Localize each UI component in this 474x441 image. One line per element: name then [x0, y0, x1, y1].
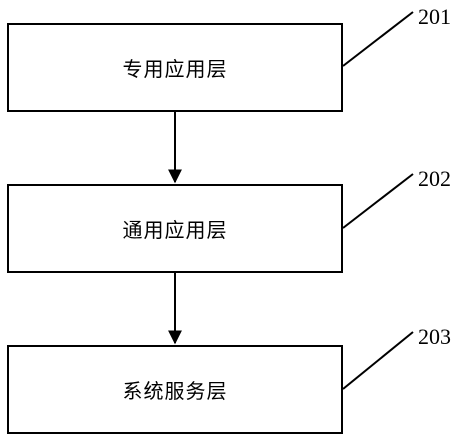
layer-box-dedicated-application: 专用应用层	[7, 23, 343, 112]
layer-box-general-application: 通用应用层	[7, 184, 343, 273]
layer-label: 专用应用层	[122, 57, 228, 81]
layer-label: 通用应用层	[122, 218, 228, 242]
leader-line-202	[342, 173, 414, 229]
layer-label: 系统服务层	[122, 379, 228, 403]
reference-numeral-203: 203	[418, 324, 451, 349]
leader-line-203	[342, 331, 414, 390]
reference-numeral-201: 201	[418, 4, 451, 29]
leader-line-201	[342, 11, 414, 67]
reference-numeral-202: 202	[418, 166, 451, 191]
layer-box-system-service: 系统服务层	[7, 345, 343, 434]
